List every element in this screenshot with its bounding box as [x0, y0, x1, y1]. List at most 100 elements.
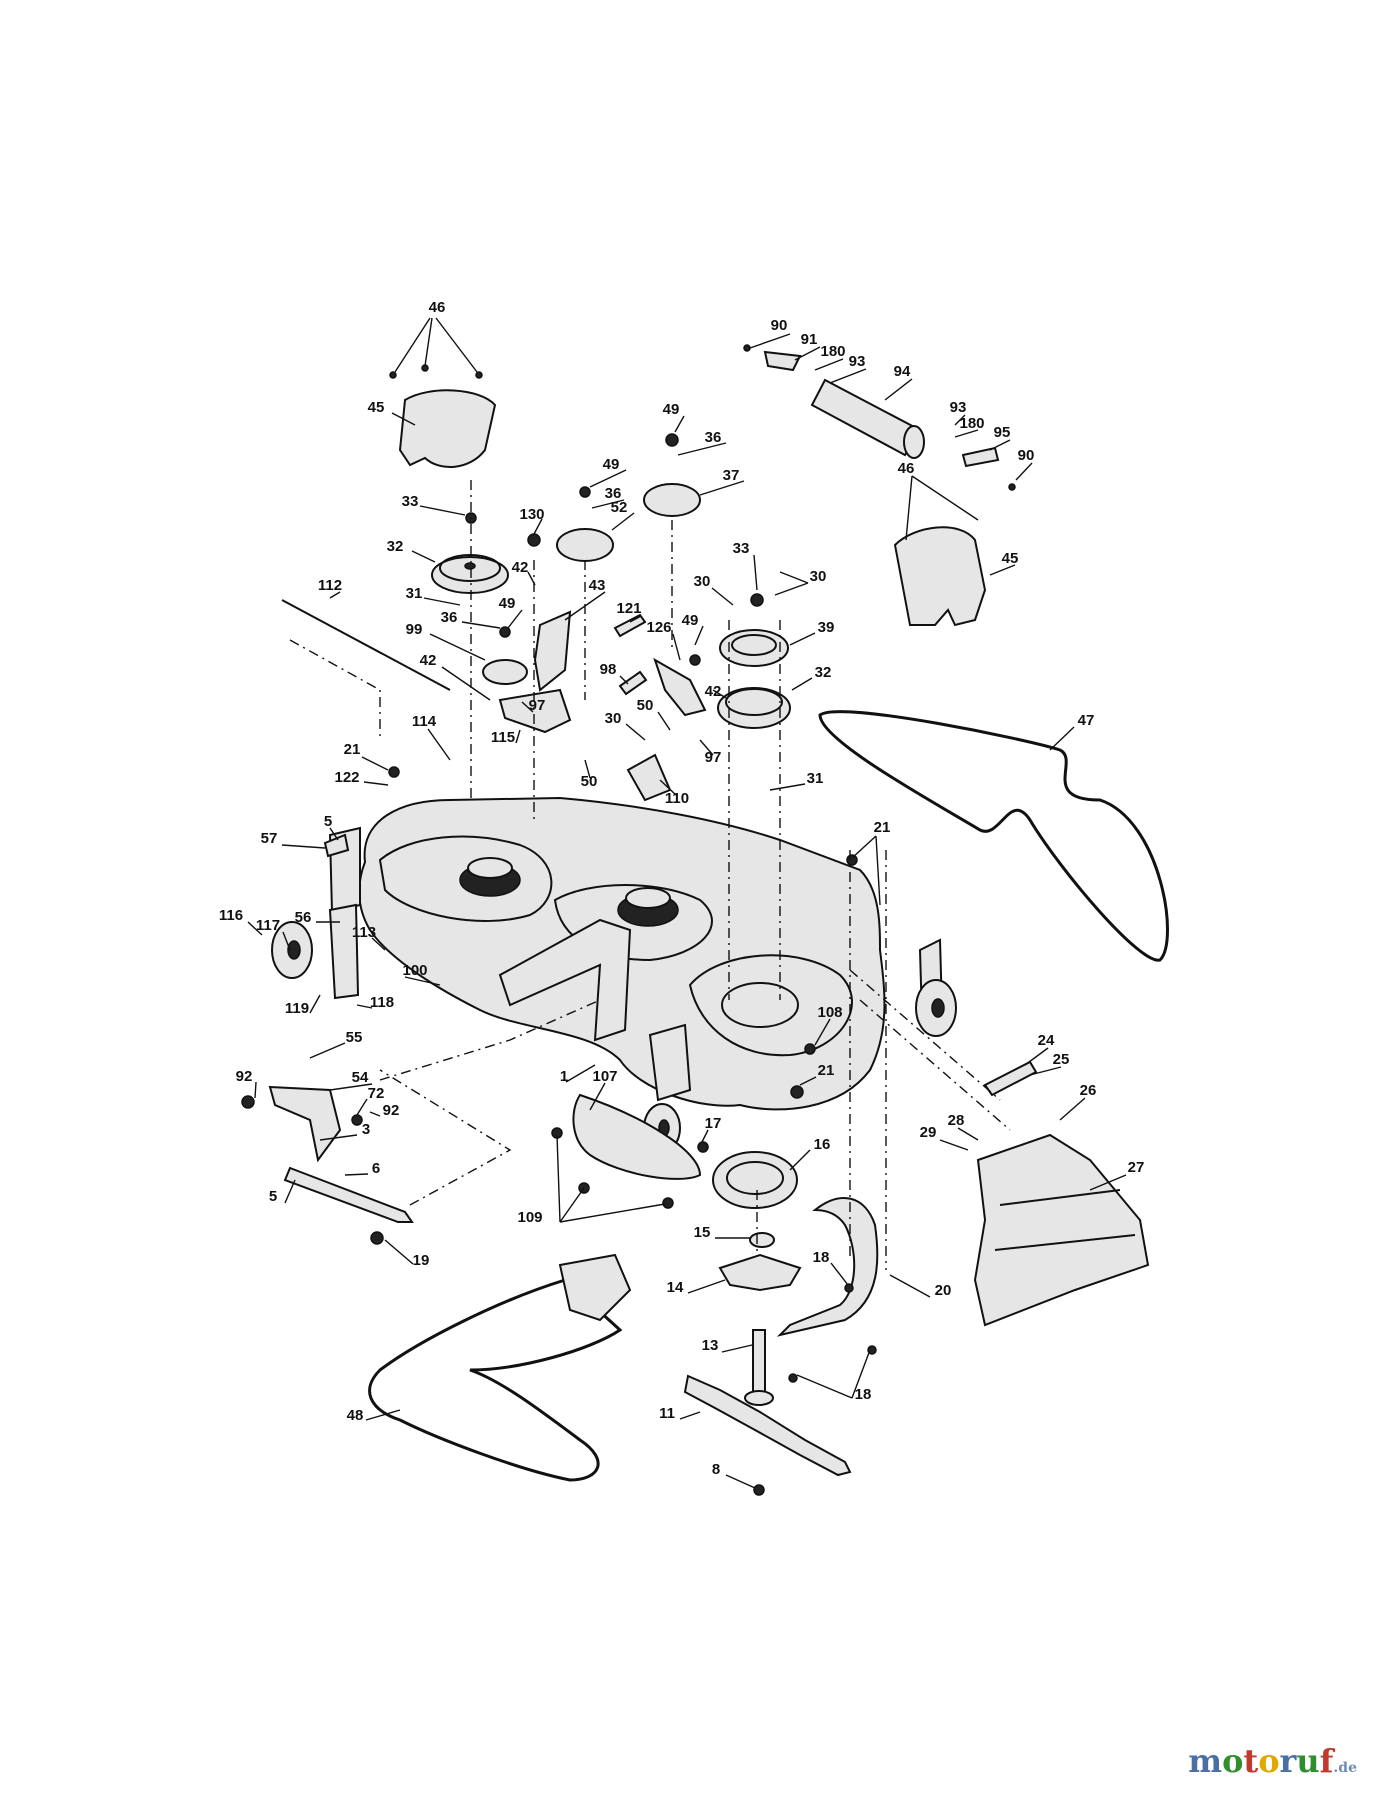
part-label-52: 52	[611, 499, 628, 516]
part-label-21: 21	[874, 819, 891, 836]
watermark-logo: motoruf.de	[1188, 1742, 1357, 1780]
part-label-14: 14	[667, 1279, 684, 1296]
hardware	[241, 344, 1016, 1496]
spring-121	[613, 613, 647, 638]
part-label-18: 18	[855, 1386, 872, 1403]
part-label-72: 72	[368, 1085, 385, 1102]
part-label-126: 126	[646, 619, 671, 636]
pulley-32-left	[431, 554, 509, 594]
spindle-housing	[718, 1253, 802, 1292]
washer-15	[749, 1232, 775, 1248]
part-label-13: 13	[702, 1337, 719, 1354]
part-label-45: 45	[1002, 550, 1019, 567]
part-label-42: 42	[512, 559, 529, 576]
left-spindle-pulley	[459, 857, 521, 897]
part-label-30: 30	[605, 710, 622, 727]
part-label-32: 32	[815, 664, 832, 681]
part-label-50: 50	[581, 773, 598, 790]
bracket-43	[533, 610, 572, 692]
part-label-48: 48	[347, 1407, 364, 1424]
part-label-115: 115	[491, 729, 515, 746]
part-label-49: 49	[682, 612, 699, 629]
bracket-91	[763, 350, 802, 372]
part-label-119: 119	[285, 1000, 309, 1017]
part-label-32: 32	[387, 538, 404, 555]
part-label-30: 30	[694, 573, 711, 590]
assembly-lines	[289, 480, 1011, 1270]
part-label-91: 91	[801, 331, 818, 348]
belt-cover-left	[398, 389, 497, 469]
part-label-180: 180	[820, 343, 845, 360]
part-label-90: 90	[771, 317, 788, 334]
bracket-110	[626, 753, 672, 802]
part-label-122: 122	[334, 769, 359, 786]
belt-48	[368, 1253, 632, 1482]
part-label-29: 29	[920, 1124, 937, 1141]
bracket-95	[961, 446, 1000, 468]
part-label-92: 92	[383, 1102, 400, 1119]
part-label-5: 5	[324, 813, 332, 830]
part-label-18: 18	[813, 1249, 830, 1266]
part-label-92: 92	[236, 1068, 253, 1085]
part-label-57: 57	[261, 830, 278, 847]
part-label-113: 113	[352, 924, 376, 941]
part-label-93: 93	[950, 399, 967, 416]
part-label-55: 55	[346, 1029, 363, 1046]
deck-front-bracket	[498, 918, 632, 1042]
idler-pulley-52	[556, 528, 614, 562]
part-label-180: 180	[959, 415, 984, 432]
part-label-54: 54	[352, 1069, 369, 1086]
part-label-17: 17	[705, 1115, 722, 1132]
part-label-110: 110	[665, 790, 689, 807]
gauge-wheel-right	[915, 979, 957, 1037]
part-label-42: 42	[420, 652, 437, 669]
deflector-107	[572, 1093, 702, 1180]
part-label-56: 56	[295, 909, 312, 926]
leader-lines	[247, 317, 1127, 1489]
part-label-16: 16	[814, 1136, 831, 1153]
pulley-32-right	[717, 687, 791, 729]
part-label-107: 107	[592, 1068, 617, 1085]
lift-link-6	[283, 1166, 414, 1223]
part-label-108: 108	[817, 1004, 842, 1021]
part-label-130: 130	[519, 506, 544, 523]
pulley-39	[719, 629, 789, 667]
part-label-31: 31	[807, 770, 824, 787]
idler-pulley-37	[643, 483, 701, 517]
part-label-118: 118	[370, 994, 394, 1011]
part-label-46: 46	[429, 299, 446, 316]
part-label-100: 100	[402, 962, 427, 979]
baffle-20	[776, 1197, 879, 1337]
rod-112	[281, 599, 451, 691]
part-label-20: 20	[935, 1282, 952, 1299]
part-label-30: 30	[810, 568, 827, 585]
part-label-19: 19	[413, 1252, 430, 1269]
part-label-49: 49	[499, 595, 516, 612]
part-label-97: 97	[529, 697, 546, 714]
part-label-36: 36	[705, 429, 722, 446]
part-label-42: 42	[705, 683, 722, 700]
part-label-26: 26	[1080, 1082, 1097, 1099]
part-label-15: 15	[694, 1224, 711, 1241]
part-label-3: 3	[362, 1121, 370, 1138]
roller-94	[810, 378, 925, 459]
blade	[683, 1374, 852, 1477]
part-label-37: 37	[723, 467, 740, 484]
part-label-95: 95	[994, 424, 1011, 441]
part-label-49: 49	[603, 456, 620, 473]
part-label-121: 121	[616, 600, 641, 617]
part-label-6: 6	[372, 1160, 380, 1177]
part-label-97: 97	[705, 749, 722, 766]
center-spindle-pulley	[617, 887, 679, 927]
part-label-33: 33	[402, 493, 419, 510]
idler-pulley-99	[482, 659, 528, 685]
part-label-31: 31	[406, 585, 423, 602]
belt-cover-right	[893, 526, 987, 627]
part-label-112: 112	[318, 577, 342, 594]
spindle-shaft	[744, 1329, 774, 1406]
bearing-ring	[712, 1151, 798, 1209]
part-label-46: 46	[898, 460, 915, 477]
bracket-5	[323, 833, 350, 858]
part-label-114: 114	[412, 713, 437, 730]
